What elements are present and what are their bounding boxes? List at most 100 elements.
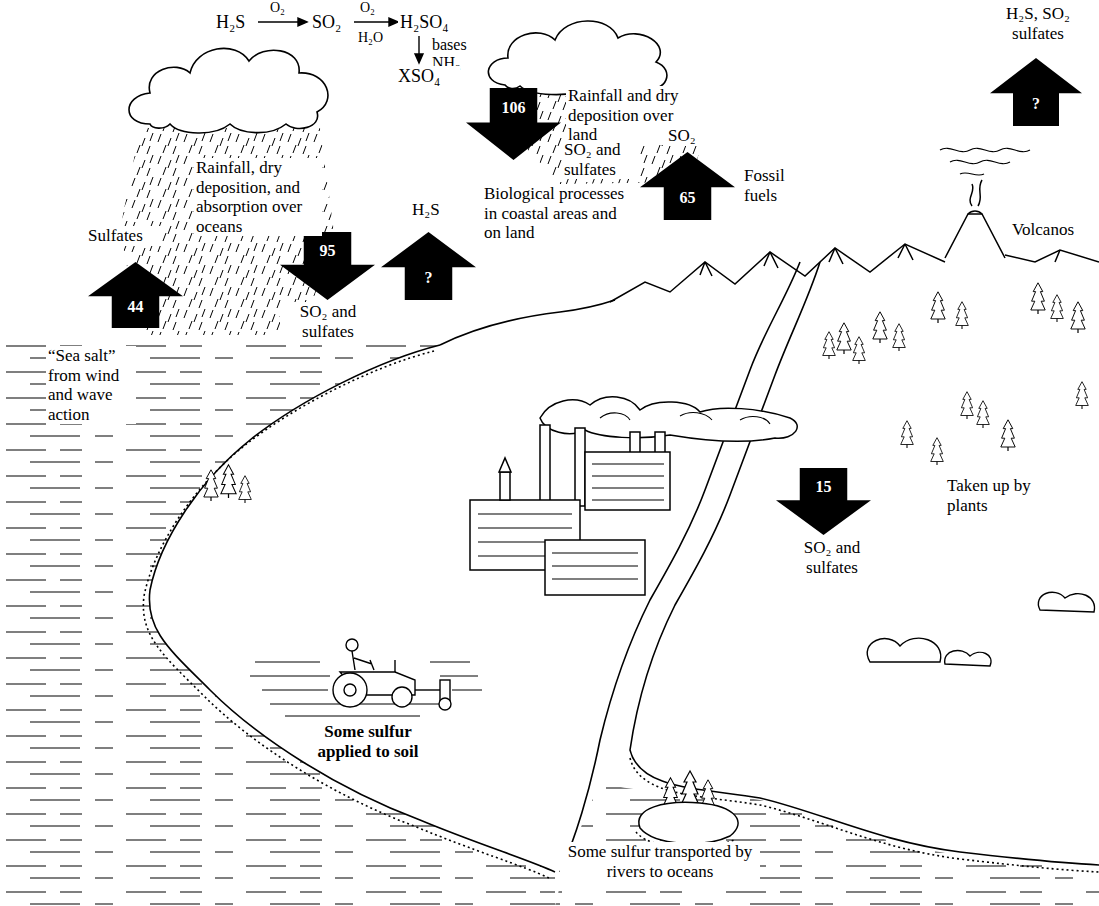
trees-part bbox=[1001, 420, 1015, 451]
annotation-label: H₂S, SO₂ sulfates bbox=[982, 4, 1094, 43]
arrow-fill bbox=[466, 88, 561, 160]
reaction-arrows-part bbox=[298, 18, 307, 26]
arrow-fill bbox=[776, 468, 871, 535]
flux-value: 65 bbox=[680, 189, 696, 206]
trees-part bbox=[1031, 283, 1045, 314]
factory-part bbox=[499, 458, 511, 472]
bushes-part bbox=[945, 650, 991, 666]
annotation-label: SO₂ and sulfates bbox=[784, 538, 880, 577]
arrow-fill bbox=[381, 232, 476, 300]
annotation-label: Fossil fuels bbox=[742, 166, 808, 205]
tractor-field-part bbox=[394, 660, 395, 672]
rain-cloud-part bbox=[488, 21, 667, 95]
annotation-label: Biological processes in coastal areas an… bbox=[482, 184, 630, 243]
volcano-part bbox=[970, 180, 982, 206]
flux-value-holder: 15 bbox=[776, 478, 871, 496]
tractor-field-part bbox=[250, 662, 482, 716]
land-outline-part bbox=[630, 262, 1099, 865]
annotation-label: Volcanos bbox=[1010, 220, 1094, 240]
annotation-label: “Sea salt” from wind and wave action bbox=[46, 346, 136, 424]
arrow-shape bbox=[381, 232, 476, 300]
island bbox=[636, 802, 738, 847]
flux-value: 15 bbox=[816, 478, 832, 495]
reaction-arrows-part bbox=[252, 21, 300, 22]
annotation-label: Some sulfur transported by rivers to oce… bbox=[560, 842, 760, 881]
annotation-label: H₂S bbox=[214, 12, 258, 33]
flux-value-holder: 44 bbox=[88, 298, 183, 316]
flux-arrow: ? bbox=[381, 232, 476, 300]
mountains-part bbox=[1005, 250, 1099, 262]
arrow-shape bbox=[466, 88, 561, 160]
flux-value: 44 bbox=[128, 298, 144, 315]
arrow-fill bbox=[990, 58, 1082, 126]
flux-value-holder: ? bbox=[381, 269, 476, 287]
annotation-label: SO₂ and sulfates bbox=[280, 302, 376, 341]
trees-part bbox=[221, 465, 236, 498]
reaction-arrows-part bbox=[415, 54, 423, 63]
flux-value-holder: 106 bbox=[466, 99, 561, 117]
annotation-label: SO₂ bbox=[310, 12, 354, 33]
flux-value: 95 bbox=[320, 242, 336, 259]
reaction-arrows-part bbox=[418, 36, 419, 56]
factory bbox=[470, 397, 797, 595]
factory-part bbox=[585, 452, 670, 510]
flux-arrow: 65 bbox=[640, 152, 735, 220]
tractor-field-part bbox=[392, 687, 412, 707]
flux-value-holder: ? bbox=[990, 95, 1082, 113]
flux-arrow: 15 bbox=[776, 468, 871, 535]
trees-part bbox=[823, 332, 836, 359]
reaction-arrows-part bbox=[389, 18, 398, 26]
annotation-label: H₂O bbox=[356, 30, 400, 46]
trees-part bbox=[901, 421, 914, 448]
flux-value-holder: 95 bbox=[280, 242, 375, 260]
annotation-label: Taken up by plants bbox=[945, 476, 1049, 515]
factory-part bbox=[552, 553, 638, 579]
volcano-part bbox=[945, 214, 1005, 258]
flux-arrow: ? bbox=[990, 58, 1082, 126]
rain-cloud-part bbox=[129, 48, 328, 133]
trees bbox=[204, 283, 1088, 811]
trees-part bbox=[961, 392, 974, 419]
mountains-part bbox=[700, 244, 1060, 276]
tractor-field-part bbox=[333, 673, 367, 707]
annotation-label: XSO₄ bbox=[396, 66, 460, 87]
arrow-fill bbox=[640, 152, 735, 220]
bushes-part bbox=[867, 638, 941, 662]
tractor-field-part bbox=[415, 689, 440, 690]
annotation-label: Some sulfur applied to soil bbox=[304, 722, 432, 761]
trees-part bbox=[837, 323, 851, 354]
land-outline bbox=[143, 262, 1099, 878]
annotation-label: H₂S bbox=[410, 200, 458, 220]
mountains-part bbox=[610, 244, 945, 302]
annotation-label: Sulfates bbox=[86, 226, 162, 246]
trees-part bbox=[977, 401, 990, 428]
trees-part bbox=[873, 312, 887, 343]
tractor-field-part bbox=[344, 684, 356, 696]
flux-arrow: 44 bbox=[88, 262, 183, 328]
annotation-label: H₂SO₄ bbox=[398, 12, 464, 33]
trees-part bbox=[1076, 382, 1089, 409]
ocean-water bbox=[0, 334, 1099, 906]
arrow-shape bbox=[990, 58, 1082, 126]
tractor-field bbox=[250, 639, 482, 716]
trees-part bbox=[893, 324, 906, 351]
trees-part bbox=[1071, 302, 1085, 333]
factory-part bbox=[540, 425, 550, 505]
arrow-shape bbox=[88, 262, 183, 328]
factory-part bbox=[575, 428, 585, 506]
land-outline-part bbox=[440, 300, 615, 345]
ocean-water-part bbox=[555, 782, 1099, 906]
flux-arrow: 106 bbox=[466, 88, 561, 160]
trees-part bbox=[239, 476, 252, 503]
tractor-field-part bbox=[352, 651, 374, 670]
factory-part bbox=[600, 413, 770, 424]
trees-part bbox=[931, 438, 944, 465]
land-outline-part bbox=[143, 351, 549, 878]
annotation-label: O₂ bbox=[358, 0, 392, 16]
volcano bbox=[940, 148, 1030, 258]
tractor-field-part bbox=[439, 698, 451, 710]
trees-part bbox=[956, 302, 969, 329]
bushes-part bbox=[1038, 592, 1094, 612]
